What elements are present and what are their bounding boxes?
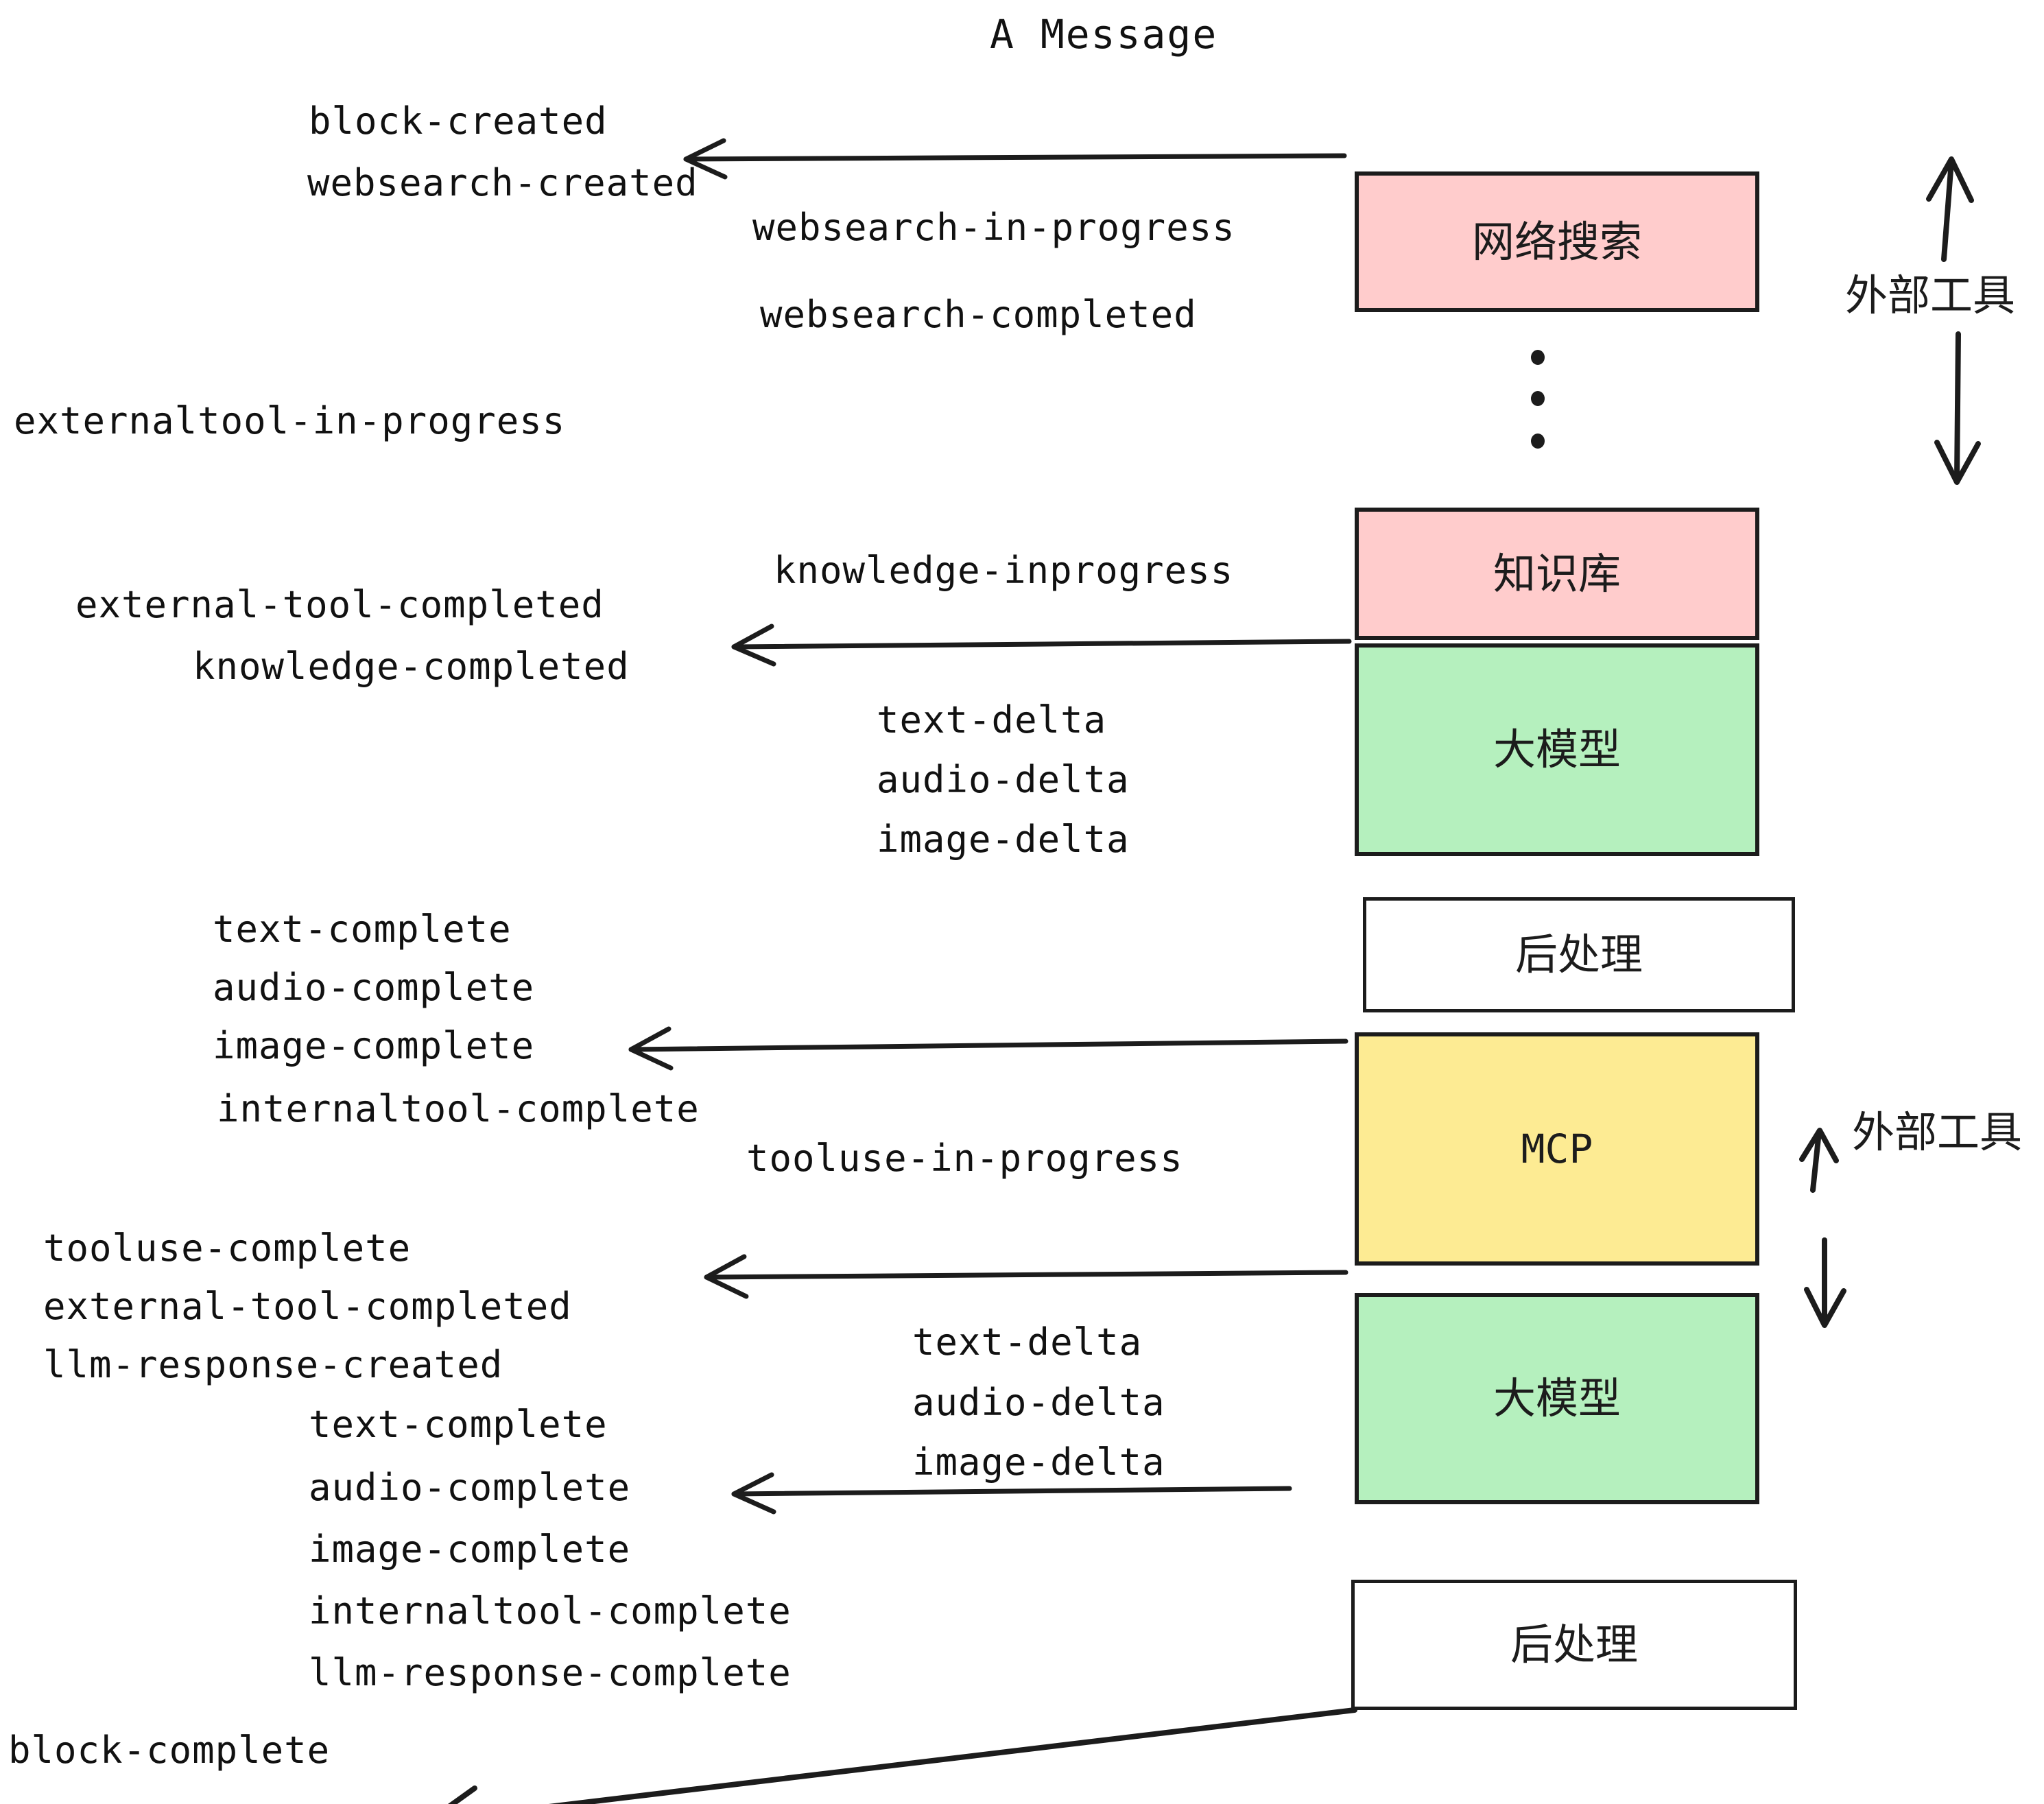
node-websearch-label: 网络搜索 [1471, 216, 1642, 267]
event-image-delta-1: image-delta [877, 818, 1130, 861]
node-mcp-label: MCP [1521, 1126, 1593, 1172]
event-image-complete-1: image-complete [213, 1024, 535, 1067]
node-postprocess-bottom-label: 后处理 [1510, 1619, 1638, 1670]
event-websearch-in-progress: websearch-in-progress [752, 206, 1235, 249]
event-text-delta-1: text-delta [877, 698, 1107, 741]
ellipsis-dot-3 [1531, 434, 1545, 449]
ellipsis-dot-2 [1531, 391, 1545, 406]
event-knowledge-inprogress: knowledge-inprogress [774, 549, 1234, 592]
event-audio-complete-1: audio-complete [213, 966, 535, 1009]
external-tool-label-lower: 外部工具 [1852, 1107, 2023, 1157]
event-block-complete: block-complete [8, 1729, 331, 1772]
node-knowledge-label: 知识库 [1493, 548, 1621, 599]
arrow-knowledge-to-completed [731, 624, 1352, 667]
event-audio-delta-2: audio-delta [912, 1381, 1165, 1424]
event-text-complete-1: text-complete [213, 907, 512, 951]
event-image-delta-2: image-delta [912, 1440, 1165, 1484]
event-tooluse-in-progress: tooluse-in-progress [746, 1137, 1183, 1180]
external-tool-label-upper: 外部工具 [1845, 270, 2016, 320]
event-websearch-created: websearch-created [307, 161, 698, 204]
page-title: A Message [990, 11, 1218, 58]
event-audio-complete-2: audio-complete [309, 1466, 631, 1509]
event-image-complete-2: image-complete [309, 1528, 631, 1571]
event-llm-response-created: llm-response-created [43, 1343, 503, 1386]
node-knowledge[interactable]: 知识库 [1355, 508, 1759, 640]
event-internaltool-complete-1: internaltool-complete [217, 1087, 700, 1130]
node-postprocess-top-label: 后处理 [1514, 929, 1643, 980]
arrow-llm-to-image-complete [628, 1026, 1348, 1071]
arrow-external-tool-lower [1799, 1128, 1846, 1328]
event-text-complete-2: text-complete [309, 1403, 608, 1446]
event-external-tool-completed-1: external-tool-completed [75, 583, 604, 626]
node-llm-bottom[interactable]: 大模型 [1355, 1293, 1759, 1504]
arrow-post-to-block-complete [448, 1707, 1357, 1804]
ellipsis-dot-1 [1531, 350, 1545, 365]
node-llm-bottom-label: 大模型 [1493, 1373, 1621, 1423]
node-postprocess-bottom[interactable]: 后处理 [1351, 1580, 1797, 1710]
arrow-websearch-to-created [683, 138, 1347, 180]
node-llm-top-label: 大模型 [1493, 724, 1621, 774]
event-block-created: block-created [309, 99, 608, 143]
event-llm-response-complete: llm-response-complete [309, 1651, 792, 1694]
node-postprocess-top[interactable]: 后处理 [1363, 897, 1795, 1012]
event-text-delta-2: text-delta [912, 1320, 1143, 1364]
event-audio-delta-1: audio-delta [877, 758, 1130, 801]
event-externaltool-in-progress: externaltool-in-progress [14, 399, 566, 442]
event-knowledge-completed: knowledge-completed [193, 645, 630, 688]
node-websearch[interactable]: 网络搜索 [1355, 171, 1759, 312]
event-tooluse-complete: tooluse-complete [43, 1226, 412, 1270]
event-websearch-completed: websearch-completed [760, 293, 1197, 336]
node-llm-top[interactable]: 大模型 [1355, 643, 1759, 856]
arrow-mcp-to-tooluse-complete [704, 1254, 1348, 1299]
event-external-tool-completed-2: external-tool-completed [43, 1285, 572, 1328]
arrow-external-tool-upper [1926, 156, 1981, 485]
event-internaltool-complete-2: internaltool-complete [309, 1589, 792, 1633]
node-mcp[interactable]: MCP [1355, 1032, 1759, 1266]
